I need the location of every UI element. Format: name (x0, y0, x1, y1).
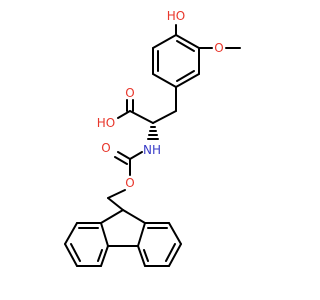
stereo-hash-bond (147, 126, 159, 140)
carbamate-double-bond (117, 151, 131, 160)
carboxyl-oh-bond (117, 110, 131, 119)
fluorene-five-ring (100, 209, 146, 247)
alpha-carboxyl-bond (129, 110, 154, 124)
ch2-alpha-bond (152, 110, 177, 124)
o-ch2-bond (107, 189, 126, 199)
amide-nh-label: NH (143, 143, 161, 157)
structure-diagram: HO O O HO NH O O (64, 9, 241, 267)
carboxyl-oh-label: HO (97, 116, 115, 130)
carbamate-ester-o-label: O (125, 176, 134, 190)
carbamate-carbonyl-o-label: O (101, 141, 110, 155)
aryl-ring (152, 34, 200, 88)
carbamate-double-bond-2 (114, 156, 128, 165)
phenol-oh-label: HO (167, 9, 185, 23)
fluorene-left-benzene (64, 222, 109, 267)
n-carbonyl-bond (129, 151, 143, 160)
fluorene-right-benzene (137, 222, 182, 267)
ch2-fluorenyl-bond (107, 197, 124, 211)
methoxy-o-label: O (214, 41, 223, 55)
carboxyl-o-label: O (125, 86, 134, 100)
